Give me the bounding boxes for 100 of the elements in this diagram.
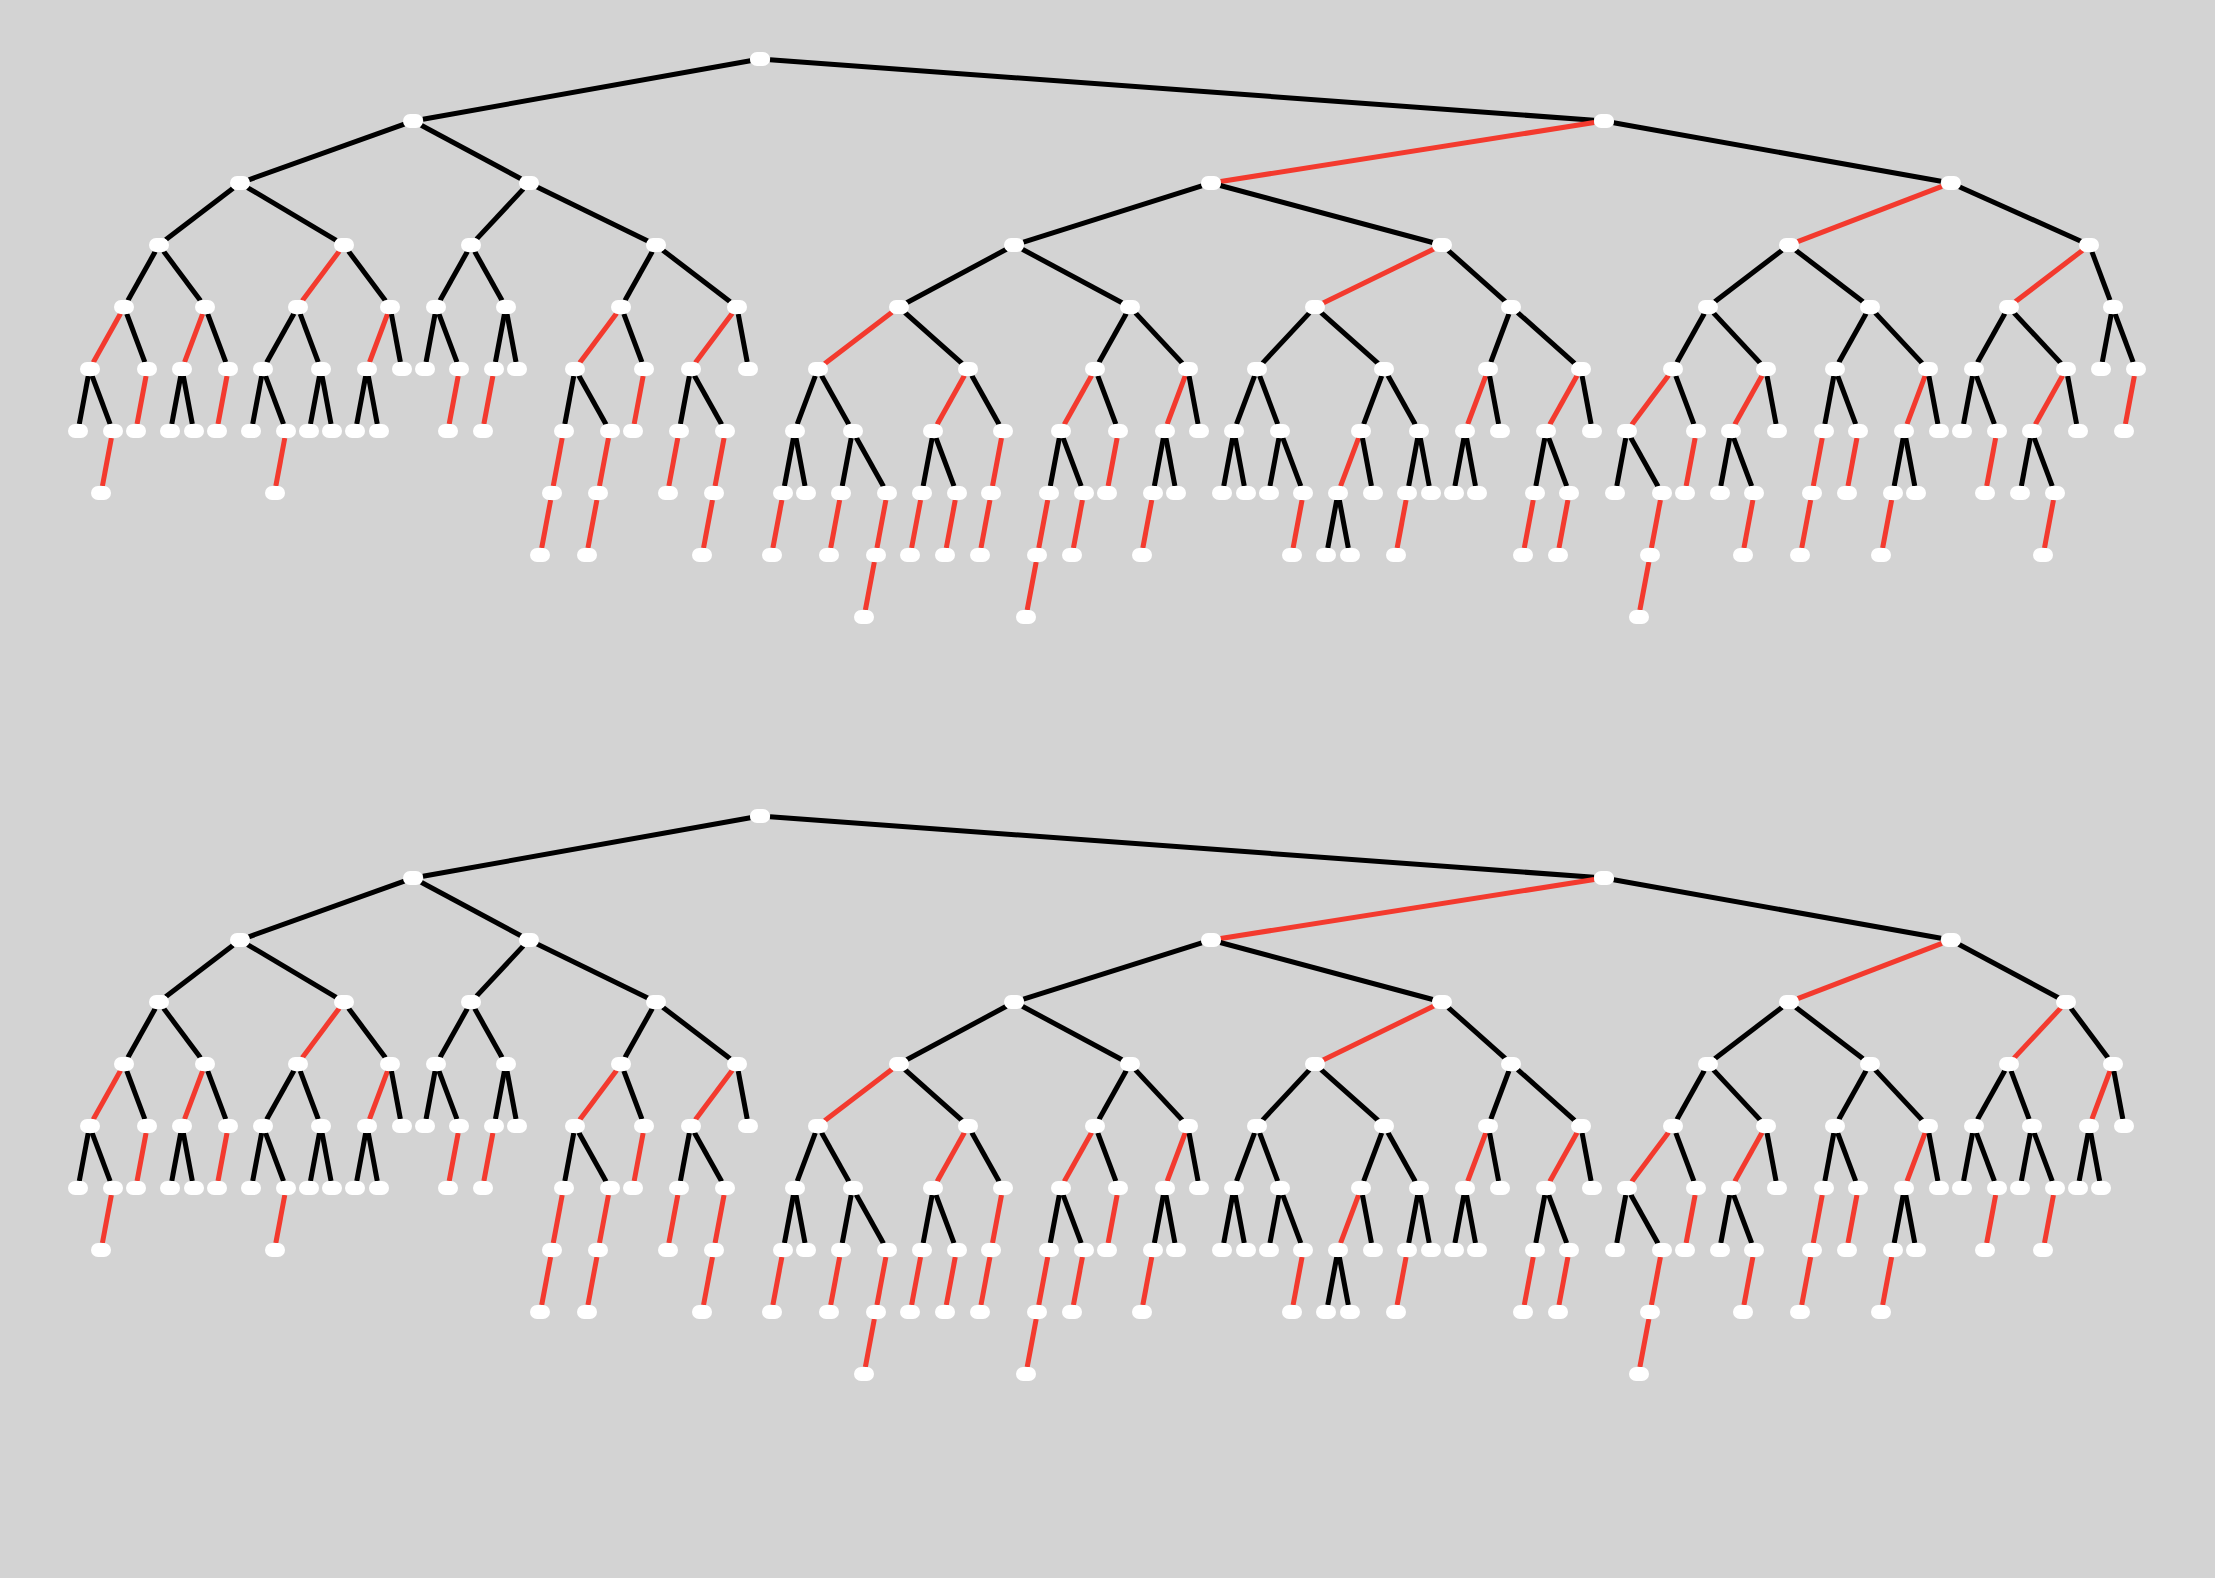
tree-node (148, 238, 169, 252)
tree-edge (1613, 120, 1942, 184)
tree-node (1420, 486, 1441, 500)
tree-node (1593, 114, 1614, 128)
tree-edge (161, 1006, 203, 1060)
tree-edge (903, 310, 964, 366)
tree-node (1362, 486, 1383, 500)
tree-node (1894, 424, 1915, 438)
tree-node (1247, 1119, 1268, 1133)
tree-edge (978, 1256, 993, 1306)
tree-edge (677, 1132, 692, 1182)
tree-node (1050, 1181, 1071, 1195)
tree-edge (1683, 437, 1698, 487)
tree-node (1374, 362, 1395, 376)
tree-node (310, 362, 331, 376)
tree-edge (562, 1132, 577, 1182)
tree-node (692, 548, 713, 562)
tree-node (1443, 486, 1464, 500)
tree-edge (1547, 1131, 1580, 1183)
tree-node (1212, 1243, 1233, 1257)
tree-node (1328, 486, 1349, 500)
tree-edge (2013, 248, 2085, 304)
tree-edge (89, 1131, 113, 1183)
tree-node (114, 300, 135, 314)
tree-edge (1731, 1193, 1754, 1245)
tree-edge (934, 374, 967, 426)
tree-edge (622, 1007, 655, 1059)
tree-node (102, 1181, 123, 1195)
tree-edge (576, 1131, 609, 1183)
tree-edge (2031, 436, 2055, 488)
tree-node (102, 424, 123, 438)
tree-node (1929, 1181, 1950, 1195)
tree-node (2010, 1181, 2031, 1195)
tree-node (472, 1181, 493, 1195)
tree-node (1790, 548, 1811, 562)
tree-node (357, 1119, 377, 1133)
tree-edge (823, 1067, 894, 1123)
tree-edge (585, 499, 600, 549)
tree-edge (504, 1070, 519, 1120)
tree-edge (577, 1068, 619, 1122)
tree-node (599, 1181, 620, 1195)
tree-edge (1961, 375, 1975, 425)
tree-edge (1974, 374, 1997, 426)
tree-edge (1361, 1131, 1385, 1183)
tree-node (1039, 1243, 1060, 1257)
tree-node (1258, 486, 1279, 500)
tree-edge (1904, 1131, 1928, 1183)
tree-node (1501, 1057, 1522, 1071)
tree-node (958, 362, 979, 376)
tree-edge (76, 375, 91, 425)
tree-edge (874, 499, 889, 549)
tree-edge (124, 312, 148, 364)
tree-edge (1845, 1194, 1860, 1244)
tree-node (981, 1243, 1002, 1257)
tree-edge (246, 942, 338, 1000)
tree-node (530, 1305, 551, 1319)
tree-node (1697, 300, 1718, 314)
tree-node (657, 486, 678, 500)
tree-node (299, 1181, 320, 1195)
tree-edge (388, 313, 403, 363)
tree-node (287, 1057, 308, 1071)
tree-node (1432, 995, 1453, 1009)
tree-node (1536, 1181, 1557, 1195)
tree-edge (905, 1004, 1008, 1062)
tree-edge (1140, 1256, 1155, 1306)
tree-node (2044, 486, 2065, 500)
tree-edge (1628, 1193, 1661, 1245)
tree-edge (1446, 248, 1507, 304)
tree-node (923, 1181, 944, 1195)
tree-edge (2089, 1069, 2113, 1121)
tree-node (1998, 1057, 2019, 1071)
tree-node (252, 1119, 273, 1133)
tree-edge (2099, 313, 2114, 363)
tree-edge (622, 250, 655, 302)
tree-node (1894, 1181, 1915, 1195)
tree-edge (250, 1132, 265, 1182)
tree-node (461, 238, 482, 252)
tree-node (345, 424, 366, 438)
tree-node (692, 1305, 713, 1319)
tree-node (1374, 1119, 1395, 1133)
tree-node (1143, 1243, 1164, 1257)
tree-node (796, 1243, 817, 1257)
tree-edge (1533, 437, 1548, 487)
tree-node (1605, 486, 1626, 500)
tree-node (2079, 238, 2100, 252)
tree-node (1963, 1119, 1984, 1133)
tree-edge (423, 313, 438, 363)
tree-edge (903, 1067, 964, 1123)
tree-edge (1984, 1194, 1999, 1244)
tree-edge (1488, 312, 1512, 364)
tree-node (992, 1181, 1013, 1195)
tree-edge (1338, 436, 1361, 488)
tree-edge (1880, 1256, 1895, 1306)
tree-edge (1614, 1194, 1629, 1244)
tree-edge (1732, 1131, 1765, 1183)
tree-node (1073, 1243, 1094, 1257)
tree-node (761, 548, 782, 562)
tree-edge (1464, 437, 1478, 487)
tree-node (750, 52, 771, 66)
tree-edge (2042, 1194, 2056, 1244)
